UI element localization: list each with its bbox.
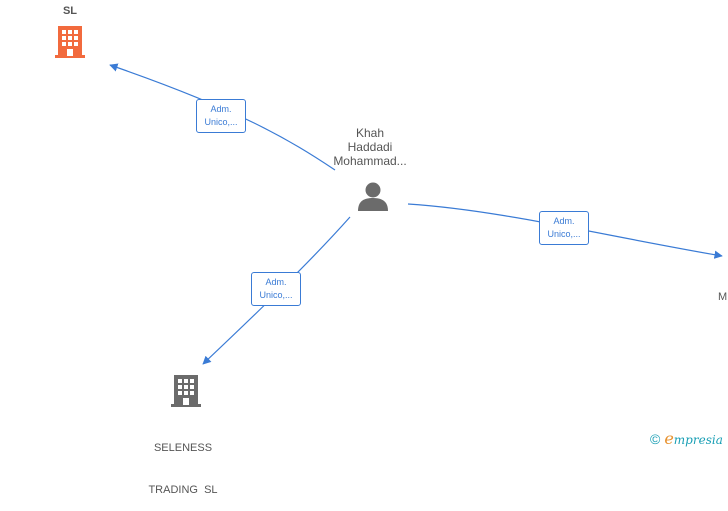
edge-label-line: Unico,... <box>547 229 581 239</box>
bottom-company-label-line: SELENESS <box>153 442 213 454</box>
person-label-line: Mohammad... <box>333 154 407 168</box>
person-icon[interactable] <box>358 182 388 212</box>
copyright-icon: © <box>650 431 661 447</box>
edge-label-bottom[interactable]: Adm. Unico,... <box>251 272 301 306</box>
person-label-line: Haddadi <box>347 140 393 154</box>
right-company-label[interactable]: M <box>718 291 728 303</box>
brand-logo-initial: e <box>664 429 674 448</box>
person-label-line: Khah <box>355 126 385 140</box>
edge-label-top[interactable]: Adm. Unico,... <box>196 99 246 133</box>
person-label[interactable]: Khah Haddadi Mohammad... <box>320 126 420 168</box>
edge-label-line: Unico,... <box>259 290 293 300</box>
edge-label-line: Unico,... <box>204 117 238 127</box>
edge-line-top <box>109 63 336 171</box>
edge-label-line: Adm. <box>265 277 287 287</box>
brand-logo-text: mpresia <box>673 433 723 447</box>
edge-label-line: Adm. <box>210 104 232 114</box>
edge-label-line: Adm. <box>553 216 575 226</box>
bottom-company-label-line: TRADING SL <box>148 484 218 496</box>
top-company-label[interactable]: SL <box>62 5 78 17</box>
relationship-diagram <box>55 26 723 407</box>
edge-label-right[interactable]: Adm. Unico,... <box>539 211 589 245</box>
bottom-company-label[interactable]: SELENESS TRADING SL <box>133 413 233 511</box>
brand-footer[interactable]: ©empresia <box>650 429 723 449</box>
building-icon[interactable] <box>171 375 201 407</box>
building-icon[interactable] <box>55 26 85 58</box>
